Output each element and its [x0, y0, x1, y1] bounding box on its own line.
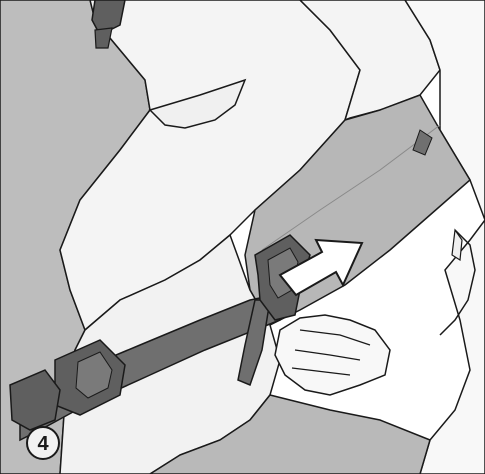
step-number: 4	[37, 433, 49, 455]
step-number-badge: 4	[27, 427, 59, 459]
